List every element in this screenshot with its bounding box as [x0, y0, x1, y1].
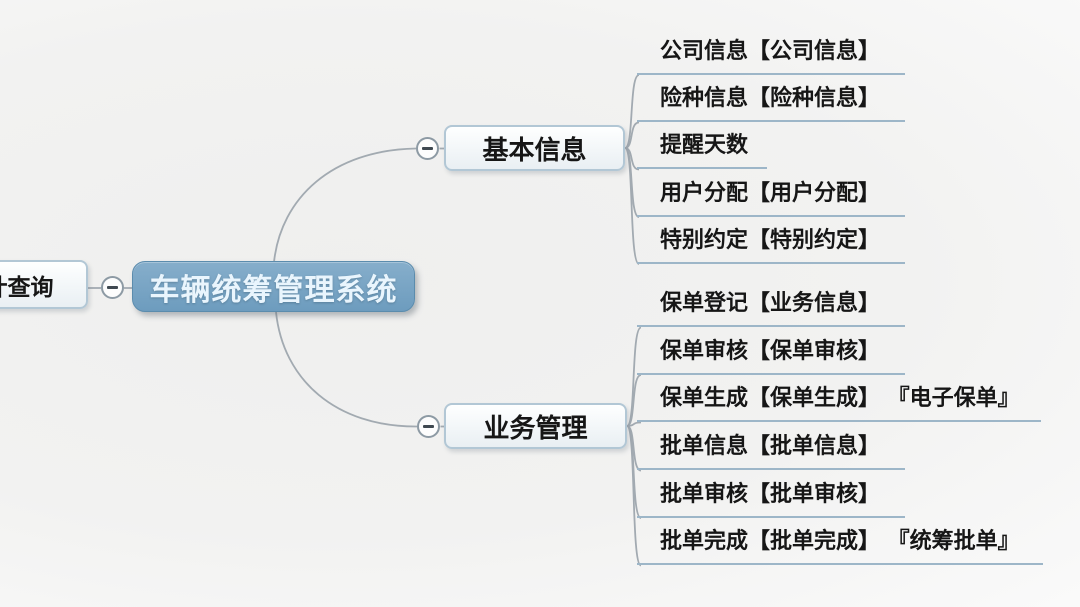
leaf-policy-register[interactable]: 保单登记【业务信息】	[637, 290, 905, 327]
collapse-button-business[interactable]	[417, 415, 440, 438]
collapse-button-root[interactable]	[101, 276, 124, 299]
leaf-reminder-days[interactable]: 提醒天数	[637, 132, 767, 169]
connector-root-to-business	[275, 311, 418, 428]
leaf-policy-review[interactable]: 保单审核【保单审核】	[637, 338, 905, 375]
query-node-label: 计查询	[0, 274, 54, 301]
leaf-insurance-type-info[interactable]: 险种信息【险种信息】	[637, 85, 905, 122]
branch-node-basic-info[interactable]: 基本信息	[444, 125, 625, 171]
root-node-label: 车辆统筹管理系统	[149, 272, 398, 308]
leaf-user-assignment[interactable]: 用户分配【用户分配】	[637, 180, 905, 217]
branch-node-business[interactable]: 业务管理	[444, 403, 627, 449]
query-node[interactable]: 计查询	[0, 260, 88, 309]
leaf-special-agreement[interactable]: 特别约定【特别约定】	[637, 227, 905, 264]
branch-business-label: 业务管理	[483, 413, 588, 444]
minus-icon	[107, 286, 118, 289]
leaf-policy-generate[interactable]: 保单生成【保单生成】 『电子保单』	[637, 385, 1041, 422]
connector-root-to-basic	[273, 147, 417, 263]
connector-business-child-3	[626, 421, 642, 427]
collapse-button-basic-info[interactable]	[416, 137, 439, 160]
root-node[interactable]: 车辆统筹管理系统	[132, 261, 415, 312]
minus-icon	[422, 147, 433, 150]
minus-icon	[423, 425, 434, 428]
leaf-endorsement-review[interactable]: 批单审核【批单审核】	[637, 481, 905, 518]
branch-basic-label: 基本信息	[482, 135, 587, 166]
leaf-company-info[interactable]: 公司信息【公司信息】	[637, 38, 905, 75]
leaf-endorsement-complete[interactable]: 批单完成【批单完成】 『统筹批单』	[637, 528, 1043, 565]
leaf-endorsement-info[interactable]: 批单信息【批单信息】	[637, 433, 905, 470]
